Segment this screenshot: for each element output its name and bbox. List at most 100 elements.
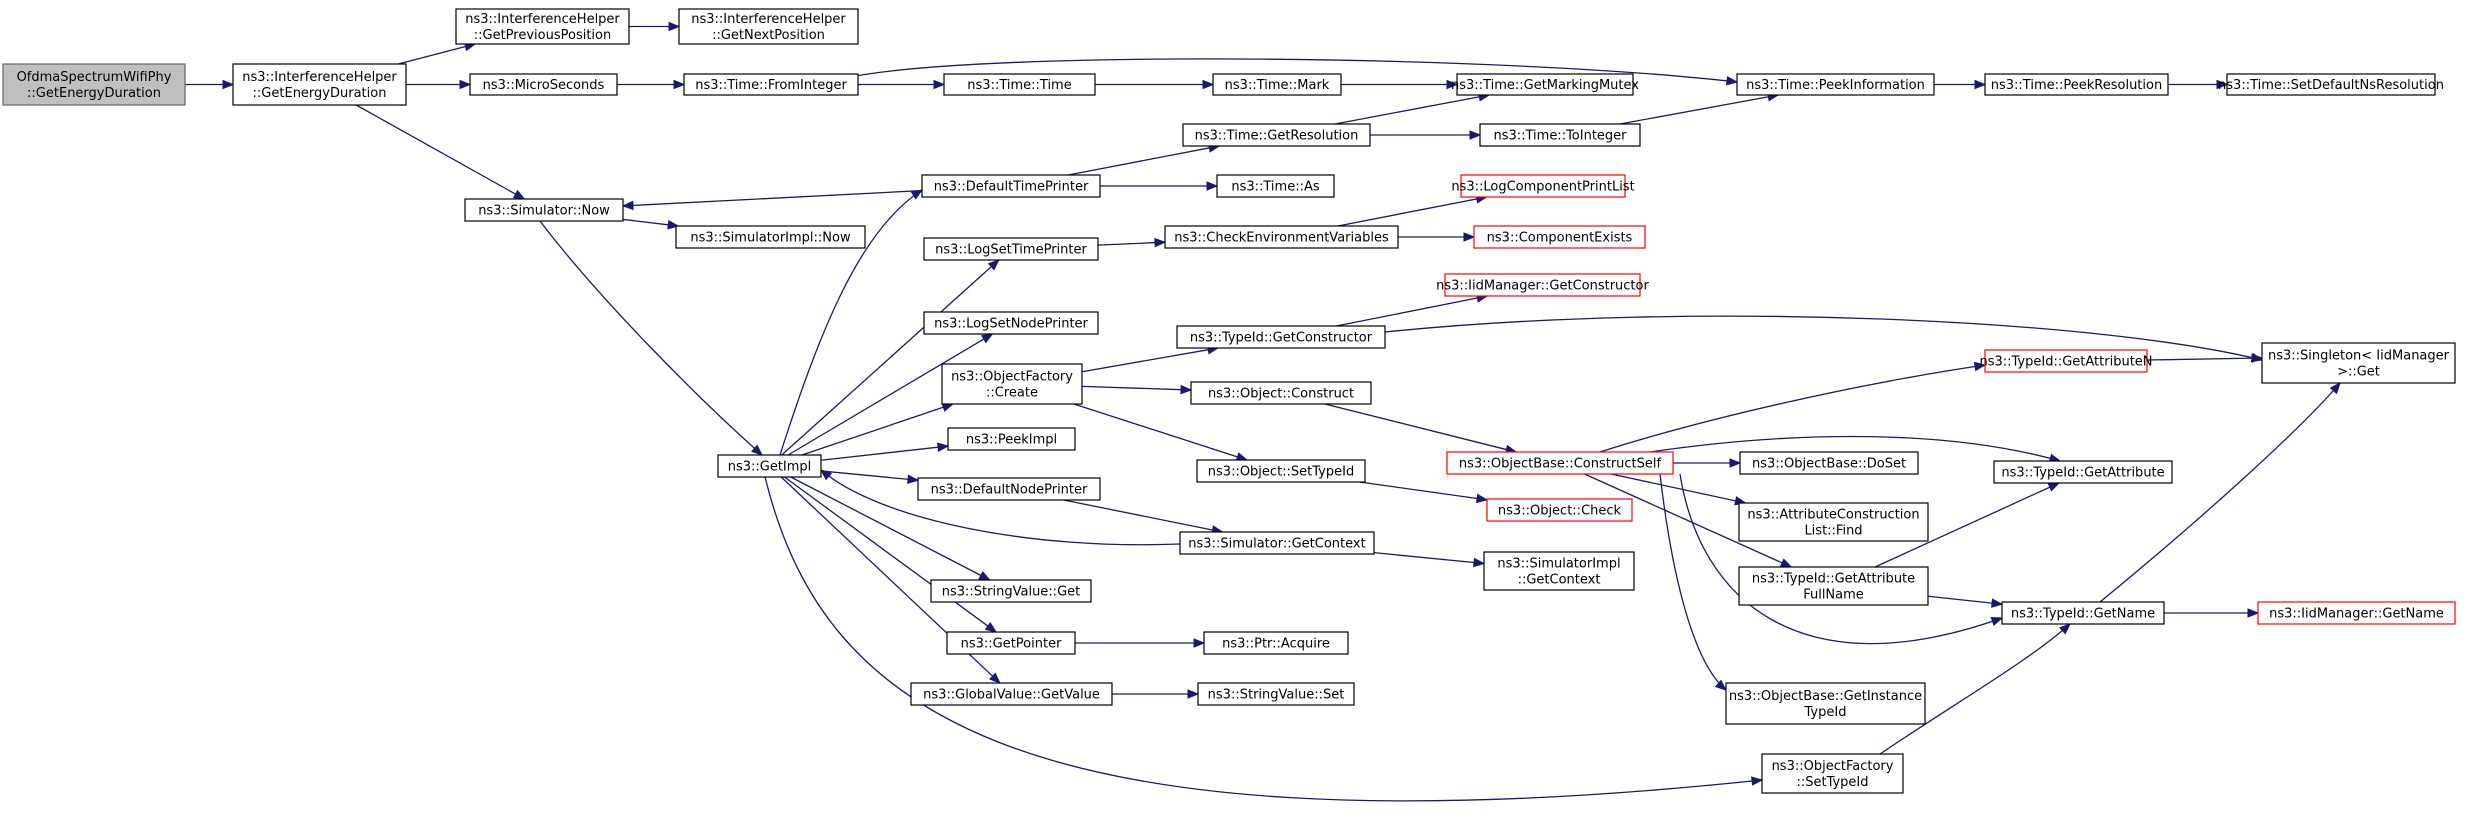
node-box bbox=[930, 579, 1092, 603]
node-box bbox=[2226, 73, 2436, 96]
edge-line bbox=[1610, 473, 1737, 502]
node-label: ns3::ObjectBase::GetInstance bbox=[1729, 689, 1922, 704]
node-strval_set[interactable]: ns3::StringValue::Set bbox=[1197, 682, 1355, 706]
node-obj_construct[interactable]: ns3::Object::Construct bbox=[1190, 381, 1372, 405]
node-logcpl[interactable]: ns3::LogComponentPrintList bbox=[1451, 174, 1635, 198]
node-of_create[interactable]: ns3::ObjectFactory::Create bbox=[941, 363, 1083, 405]
node-logsnp[interactable]: ns3::LogSetNodePrinter bbox=[923, 311, 1099, 335]
node-as[interactable]: ns3::Time::As bbox=[1216, 174, 1335, 198]
edge-logstp-to-checkenv bbox=[1097, 237, 1167, 248]
node-iid_getname[interactable]: ns3::IidManager::GetName bbox=[2257, 601, 2456, 625]
node-label: ns3::InterferenceHelper bbox=[465, 12, 620, 27]
node-tid_getctor[interactable]: ns3::TypeId::GetConstructor bbox=[1176, 325, 1386, 349]
node-box bbox=[1738, 566, 1929, 606]
node-peekimpl[interactable]: ns3::PeekImpl bbox=[947, 427, 1076, 451]
node-tid_getattrn[interactable]: ns3::TypeId::GetAttributeN bbox=[1979, 349, 2153, 373]
node-time[interactable]: ns3::Time::Time bbox=[943, 73, 1096, 96]
node-singleton[interactable]: ns3::Singleton< IidManager >::Get bbox=[2261, 342, 2456, 384]
node-label: ns3::Object::Construct bbox=[1208, 387, 1354, 402]
node-ih_gnp[interactable]: ns3::InterferenceHelper::GetNextPosition bbox=[678, 8, 859, 45]
node-gmm[interactable]: ns3::Time::GetMarkingMutex bbox=[1451, 73, 1639, 96]
node-label: ns3::IidManager::GetName bbox=[2269, 607, 2444, 622]
node-microsec[interactable]: ns3::MicroSeconds bbox=[469, 73, 618, 96]
arrowhead-icon bbox=[987, 259, 1000, 271]
node-deftp[interactable]: ns3::DefaultTimePrinter bbox=[921, 174, 1101, 198]
node-label: ns3::ComponentExists bbox=[1487, 231, 1633, 246]
edge-ob_cself-to-tid_getname bbox=[1679, 473, 2004, 645]
node-label: ns3::Time::ToInteger bbox=[1493, 129, 1627, 144]
node-label: FullName bbox=[1803, 588, 1864, 603]
node-peekinfo[interactable]: ns3::Time::PeekInformation bbox=[1736, 73, 1935, 96]
node-label: ns3::TypeId::GetConstructor bbox=[1190, 331, 1373, 346]
node-label: ns3::GetImpl bbox=[728, 460, 812, 475]
arrowhead-icon bbox=[1991, 598, 2004, 608]
node-obj_settid[interactable]: ns3::Object::SetTypeId bbox=[1196, 459, 1366, 483]
node-box bbox=[1479, 123, 1641, 147]
node-box bbox=[1984, 349, 2148, 373]
node-box bbox=[232, 63, 407, 106]
edge-line bbox=[2146, 357, 2263, 361]
edge-getimpl-to-defnp bbox=[820, 470, 920, 484]
node-label: ns3::Time::GetResolution bbox=[1195, 129, 1359, 144]
node-tid_getname[interactable]: ns3::TypeId::GetName bbox=[2001, 601, 2165, 625]
edge-line bbox=[801, 406, 945, 456]
node-box bbox=[469, 73, 618, 96]
node-tid_getattr[interactable]: ns3::TypeId::GetAttribute bbox=[1993, 460, 2173, 484]
node-mark[interactable]: ns3::Time::Mark bbox=[1212, 73, 1342, 96]
node-ob_doset[interactable]: ns3::ObjectBase::DoSet bbox=[1739, 451, 1919, 475]
node-box bbox=[1739, 451, 1919, 475]
node-peekres[interactable]: ns3::Time::PeekResolution bbox=[1984, 73, 2169, 96]
edge-line bbox=[539, 220, 763, 456]
node-setdefns[interactable]: ns3::Time::SetDefaultNsResolution bbox=[2218, 73, 2444, 96]
edge-line bbox=[631, 189, 923, 207]
edge-line bbox=[1584, 473, 1784, 564]
node-label: ns3::LogSetTimePrinter bbox=[935, 243, 1087, 258]
node-gv_getvalue[interactable]: ns3::GlobalValue::GetValue bbox=[910, 682, 1113, 706]
node-getptr[interactable]: ns3::GetPointer bbox=[946, 631, 1076, 655]
edge-deftp-to-simnow bbox=[621, 189, 923, 211]
node-label: ns3::Object::Check bbox=[1498, 504, 1622, 519]
node-of_settid[interactable]: ns3::ObjectFactory::SetTypeId bbox=[1761, 753, 1904, 794]
arrowhead-icon bbox=[222, 79, 235, 90]
edge-line bbox=[1659, 473, 1727, 691]
edge-simnow-to-getimpl bbox=[539, 220, 764, 456]
node-strval_get[interactable]: ns3::StringValue::Get bbox=[930, 579, 1092, 603]
node-toint[interactable]: ns3::Time::ToInteger bbox=[1479, 123, 1641, 147]
edge-of_settid-to-tid_getname bbox=[1879, 623, 2072, 755]
edge-time-to-mark bbox=[1095, 79, 1215, 90]
edge-checkenv-to-logcpl bbox=[1337, 194, 1488, 227]
node-box bbox=[1212, 73, 1342, 96]
node-box bbox=[717, 454, 822, 478]
node-obj_check[interactable]: ns3::Object::Check bbox=[1486, 498, 1633, 522]
node-simnow[interactable]: ns3::Simulator::Now bbox=[464, 198, 624, 222]
node-ob_cself[interactable]: ns3::ObjectBase::ConstructSelf bbox=[1446, 451, 1674, 475]
node-getimpl[interactable]: ns3::GetImpl bbox=[717, 454, 822, 478]
node-ih_ged[interactable]: ns3::InterferenceHelper::GetEnergyDurati… bbox=[232, 63, 407, 106]
node-box bbox=[2261, 342, 2456, 384]
edge-line bbox=[1874, 486, 2052, 568]
node-simimpl_getctx[interactable]: ns3::SimulatorImpl::GetContext bbox=[1483, 551, 1635, 591]
node-box bbox=[455, 8, 630, 45]
node-iid_getctor[interactable]: ns3::IidManager::GetConstructor bbox=[1436, 273, 1649, 297]
arrowhead-icon bbox=[937, 442, 950, 452]
node-logstp[interactable]: ns3::LogSetTimePrinter bbox=[923, 237, 1099, 261]
node-compex[interactable]: ns3::ComponentExists bbox=[1473, 225, 1646, 249]
node-label: ns3::PeekImpl bbox=[966, 433, 1057, 448]
node-defnp[interactable]: ns3::DefaultNodePrinter bbox=[917, 477, 1101, 501]
arrowhead-icon bbox=[2047, 482, 2061, 492]
node-ptr_acquire[interactable]: ns3::Ptr::Acquire bbox=[1203, 631, 1349, 655]
node-fromint[interactable]: ns3::Time::FromInteger bbox=[683, 73, 859, 96]
node-sim_getctx[interactable]: ns3::Simulator::GetContext bbox=[1179, 531, 1375, 555]
node-ih_gpp[interactable]: ns3::InterferenceHelper::GetPreviousPosi… bbox=[455, 8, 630, 45]
node-label: ns3::Time::PeekResolution bbox=[1991, 78, 2162, 93]
node-getres[interactable]: ns3::Time::GetResolution bbox=[1182, 123, 1371, 147]
node-simimplnow[interactable]: ns3::SimulatorImpl::Now bbox=[675, 225, 866, 249]
node-box bbox=[1483, 551, 1635, 591]
node-checkenv[interactable]: ns3::CheckEnvironmentVariables bbox=[1164, 225, 1399, 249]
edge-getptr-to-ptr_acquire bbox=[1075, 638, 1206, 648]
edge-line bbox=[790, 476, 983, 577]
node-root[interactable]: OfdmaSpectrumWifiPhy::GetEnergyDuration bbox=[2, 63, 186, 106]
